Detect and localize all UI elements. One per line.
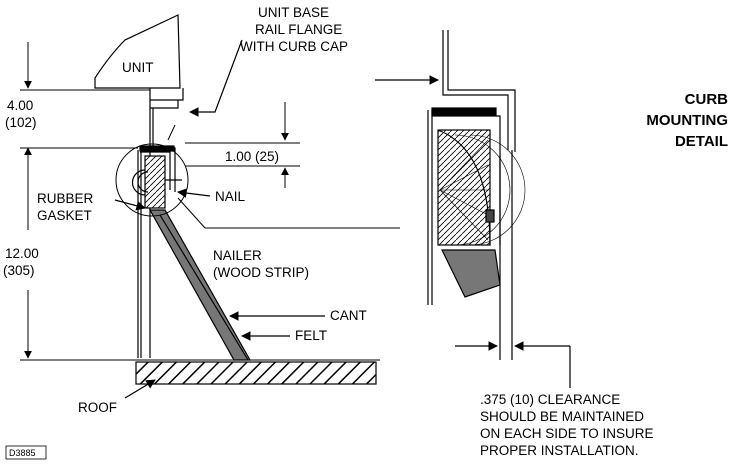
- nailer: [144, 155, 166, 209]
- title-line-1: CURB: [685, 91, 728, 108]
- rubber-gasket-label-2: GASKET: [37, 208, 92, 223]
- nailer-label-1: NAILER: [213, 248, 262, 263]
- clearance-note-4: PROPER INSTALLATION.: [480, 443, 639, 458]
- rail-flange: [149, 88, 184, 109]
- nailer-detail: [437, 129, 491, 246]
- dimension-lines: [20, 42, 300, 359]
- clearance-note-3: ON EACH SIDE TO INSURE: [480, 426, 654, 441]
- cant-label: CANT: [330, 308, 367, 323]
- roof-deck: [135, 361, 377, 385]
- title-line-3: DETAIL: [675, 133, 728, 150]
- clearance-note-2: SHOULD BE MAINTAINED: [480, 409, 644, 424]
- felt-label: FELT: [295, 328, 327, 343]
- roof-label: ROOF: [78, 400, 117, 415]
- dim-12-label: 12.00: [5, 246, 39, 261]
- dim-4-metric: (102): [5, 115, 37, 130]
- unit-base-label-2: RAIL FLANGE: [255, 22, 342, 37]
- unit-base-label-3: WITH CURB CAP: [240, 39, 348, 54]
- unit-body: [94, 14, 181, 89]
- unit-base-label-1: UNIT BASE: [258, 5, 329, 20]
- nail-label: NAIL: [215, 189, 246, 204]
- leader-arrows: [114, 39, 325, 399]
- unit-label: UNIT: [122, 60, 154, 75]
- dim-12-metric: (305): [3, 263, 35, 278]
- clearance-note-1: .375 (10) CLEARANCE: [480, 392, 620, 407]
- rubber-gasket-label-1: RUBBER: [37, 191, 94, 206]
- title-line-2: MOUNTING: [646, 112, 728, 129]
- nailer-label-2: (WOOD STRIP): [213, 265, 309, 280]
- dim-1-label: 1.00 (25): [225, 149, 279, 164]
- right-detail-view: [375, 30, 571, 388]
- rail-flange-detail: [442, 30, 516, 152]
- cant-detail: [441, 249, 501, 298]
- gasket-radial: [437, 129, 491, 246]
- left-section-view: [94, 14, 400, 361]
- dim-4-label: 4.00: [7, 98, 33, 113]
- drawing-id: D3885: [9, 448, 36, 458]
